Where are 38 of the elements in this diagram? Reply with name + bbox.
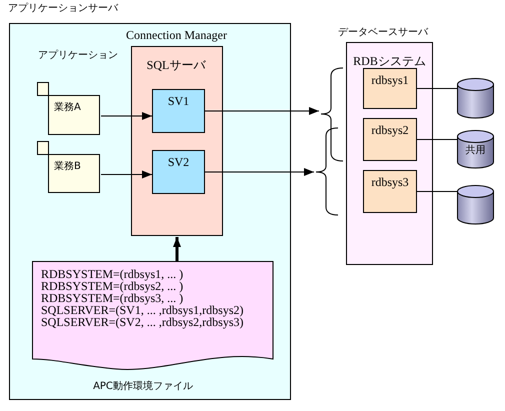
server-heading: アプリケーションサーバ xyxy=(8,3,118,15)
config-line: RDBSYSTEM=(rdbsys2, ... ) xyxy=(41,280,184,292)
config-line: RDBSYSTEM=(rdbsys3, ... ) xyxy=(41,292,184,304)
config-line: SQLSERVER=(SV2, ... ,rdbsys2,rdbsys3) xyxy=(41,316,244,328)
database-cylinder xyxy=(457,130,494,169)
config-line: RDBSYSTEM=(rdbsys1, ... ) xyxy=(41,268,184,280)
box-label: 業務A xyxy=(54,102,81,114)
connector-line xyxy=(416,191,458,192)
server-heading: データベースサーバ xyxy=(338,27,428,39)
arrow xyxy=(100,112,152,120)
arrow xyxy=(204,107,320,115)
box-label: rdbsys3 xyxy=(370,176,410,188)
arrow xyxy=(173,237,181,261)
cylinder-label: 共用 xyxy=(464,145,486,157)
section-label: アプリケーション xyxy=(38,50,118,62)
database-cylinder xyxy=(457,185,494,225)
config-line: SQLSERVER=(SV1, ... ,rdbsys1,rdbsys2) xyxy=(41,304,244,316)
server-heading: Connection Manager xyxy=(126,29,226,41)
box-label: rdbsys1 xyxy=(370,74,410,86)
box-label: SV1 xyxy=(166,95,190,107)
process-box xyxy=(363,118,417,161)
task-box xyxy=(37,141,101,194)
group-title: RDBシステム xyxy=(352,55,427,67)
database-cylinder xyxy=(457,78,494,119)
process-box xyxy=(363,170,417,213)
task-box xyxy=(37,82,101,136)
connector-line xyxy=(416,88,458,89)
file-caption: APC動作環境ファイル xyxy=(92,381,194,393)
box-label: rdbsys2 xyxy=(370,124,410,136)
group-title: SQLサーバ xyxy=(146,59,207,71)
box-label: SV2 xyxy=(166,156,190,168)
arrow xyxy=(100,170,152,178)
process-box xyxy=(152,89,205,133)
box-label: 業務B xyxy=(54,161,81,173)
connector-line xyxy=(416,139,458,140)
process-box xyxy=(363,68,417,109)
arrow xyxy=(204,168,314,176)
process-box xyxy=(152,150,205,194)
